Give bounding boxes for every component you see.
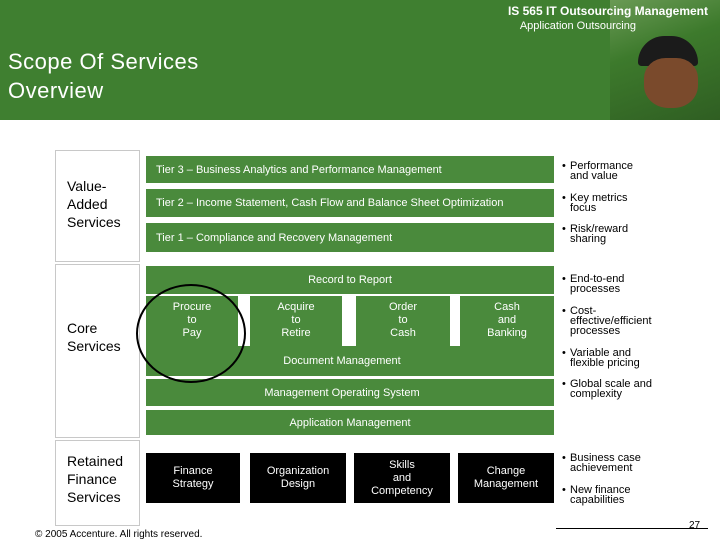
bullet-dot-icon: •: [562, 224, 566, 234]
box-line: Skills: [371, 459, 433, 472]
box-line: to: [389, 314, 417, 327]
course-title: IS 565 IT Outsourcing Management: [508, 4, 708, 18]
label-line: Finance: [67, 470, 123, 488]
tier2-bar: Tier 2 – Income Statement, Cash Flow and…: [146, 189, 554, 217]
label-line: Added: [67, 195, 121, 213]
box-line: Design: [267, 478, 329, 491]
bullet-line: processes: [570, 325, 620, 337]
bullet-line: and value: [570, 170, 618, 182]
box-line: Management: [474, 478, 538, 491]
tier3-bar: Tier 3 – Business Analytics and Performa…: [146, 156, 554, 183]
application-management-bar: Application Management: [146, 410, 554, 435]
box-line: Retire: [277, 327, 314, 340]
bullet-line: achievement: [570, 462, 632, 474]
box-line: Cash: [389, 327, 417, 340]
management-os-bar: Management Operating System: [146, 379, 554, 406]
page-number: 27: [689, 520, 700, 531]
course-subtitle: Application Outsourcing: [520, 20, 636, 32]
label-line: Services: [67, 213, 121, 231]
box-line: Acquire: [277, 301, 314, 314]
bullet-line: flexible pricing: [570, 357, 640, 369]
box-line: Competency: [371, 485, 433, 498]
footer-divider: [556, 528, 708, 529]
box-line: Organization: [267, 465, 329, 478]
box-line: Strategy: [173, 478, 214, 491]
value-added-label: Value- Added Services: [67, 177, 121, 231]
label-line: Retained: [67, 452, 123, 470]
bullet-dot-icon: •: [562, 306, 566, 316]
box-line: and: [487, 314, 527, 327]
bullet-dot-icon: •: [562, 379, 566, 389]
bullet-dot-icon: •: [562, 453, 566, 463]
bullet-line: focus: [570, 202, 596, 214]
copyright-text: © 2005 Accenture. All rights reserved.: [35, 529, 202, 540]
core-label: Core Services: [67, 319, 121, 355]
bullet-dot-icon: •: [562, 485, 566, 495]
bullet-dot-icon: •: [562, 193, 566, 203]
title-line: Scope Of Services: [8, 47, 199, 76]
bullet-dot-icon: •: [562, 348, 566, 358]
box-line: to: [277, 314, 314, 327]
box-line: Cash: [487, 301, 527, 314]
box-line: Change: [474, 465, 538, 478]
header-banner: IS 565 IT Outsourcing Management Applica…: [0, 0, 720, 120]
title-line: Overview: [8, 76, 199, 105]
box-line: Banking: [487, 327, 527, 340]
label-line: Core: [67, 319, 121, 337]
golfer-photo: [610, 0, 720, 120]
face-shape: [644, 58, 698, 108]
bullet-line: processes: [570, 283, 620, 295]
label-line: Services: [67, 488, 123, 506]
tier1-bar: Tier 1 – Compliance and Recovery Managem…: [146, 223, 554, 252]
box-line: Finance: [173, 465, 214, 478]
bullet-line: complexity: [570, 388, 622, 400]
bullet-dot-icon: •: [562, 274, 566, 284]
box-line: and: [371, 472, 433, 485]
bullet-line: sharing: [570, 233, 606, 245]
label-line: Value-: [67, 177, 121, 195]
box-line: Order: [389, 301, 417, 314]
bullet-line: capabilities: [570, 494, 624, 506]
procure-highlight-circle: [136, 284, 246, 383]
bullet-dot-icon: •: [562, 161, 566, 171]
label-line: Services: [67, 337, 121, 355]
page-title: Scope Of Services Overview: [8, 47, 199, 105]
retained-label: Retained Finance Services: [67, 452, 123, 506]
